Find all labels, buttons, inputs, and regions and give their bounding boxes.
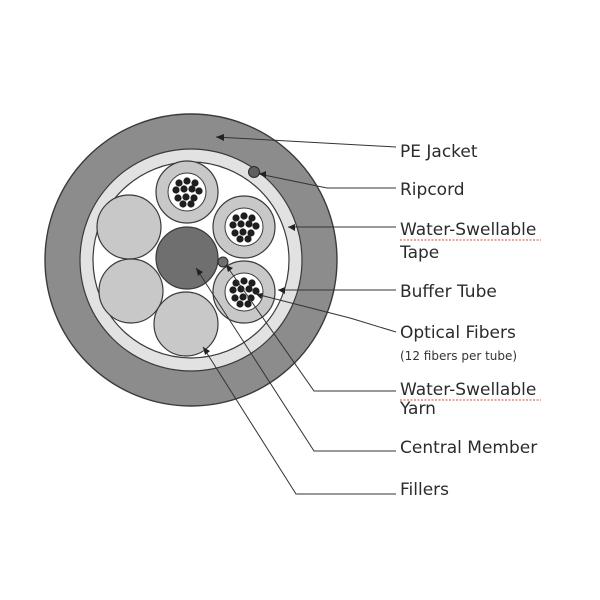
optical-fiber	[240, 212, 248, 220]
optical-fiber	[174, 194, 182, 202]
optical-fiber	[180, 185, 188, 193]
leader-water-swellable-yarn	[225, 264, 396, 392]
arrowhead	[216, 134, 224, 141]
optical-fiber	[175, 179, 183, 187]
label-water-swellable-tape-line1: Water-Swellable	[400, 220, 536, 240]
buffer-tube	[212, 195, 276, 259]
label-fillers: Fillers	[400, 480, 449, 500]
optical-fiber	[247, 294, 255, 302]
optical-fiber	[179, 200, 187, 208]
optical-fiber	[245, 285, 253, 293]
label-ripcord: Ripcord	[400, 180, 465, 200]
optical-fiber	[244, 300, 252, 308]
buffer-tube	[212, 260, 276, 324]
leader-optical-fibers	[255, 293, 397, 333]
leader-central-member	[195, 267, 396, 452]
label-water-swellable-tape-line2: Tape	[399, 243, 439, 263]
label-central-member: Central Member	[400, 438, 537, 458]
filler	[153, 291, 219, 357]
arrowhead	[203, 347, 210, 355]
central-member	[155, 226, 219, 290]
label-optical-fibers: Optical Fibers	[400, 323, 516, 343]
optical-fiber	[239, 228, 247, 236]
optical-fiber	[245, 220, 253, 228]
optical-fiber	[236, 235, 244, 243]
optical-fiber	[190, 194, 198, 202]
leader-lines	[195, 136, 397, 495]
optical-fiber	[248, 214, 256, 222]
label-water-swellable-yarn-line1: Water-Swellable	[400, 380, 536, 400]
optical-fiber	[247, 229, 255, 237]
arrowhead	[259, 171, 266, 178]
optical-fiber	[236, 300, 244, 308]
optical-fiber	[239, 293, 247, 301]
leader-ripcord	[258, 173, 396, 189]
filler	[98, 258, 164, 324]
optical-fiber	[183, 177, 191, 185]
optical-fiber	[231, 294, 239, 302]
optical-fiber	[172, 186, 180, 194]
label-water-swellable-yarn-line2: Yarn	[399, 399, 436, 419]
optical-fiber	[191, 179, 199, 187]
optical-fiber	[237, 220, 245, 228]
optical-fiber	[229, 286, 237, 294]
optical-fiber	[232, 214, 240, 222]
optical-fiber	[252, 287, 260, 295]
water-swellable-yarn	[217, 256, 229, 268]
optical-fiber	[195, 187, 203, 195]
buffer-tube	[155, 160, 219, 224]
optical-fiber	[187, 200, 195, 208]
optical-fiber	[231, 229, 239, 237]
label-buffer-tube: Buffer Tube	[400, 282, 497, 302]
optical-fiber	[248, 279, 256, 287]
filler	[96, 194, 162, 260]
optical-fiber	[188, 185, 196, 193]
ripcord	[248, 166, 260, 178]
arrowheads	[196, 134, 295, 355]
label-pe-jacket: PE Jacket	[400, 142, 478, 162]
arrowhead	[278, 287, 285, 294]
optical-fiber	[229, 221, 237, 229]
arrowhead	[226, 265, 233, 272]
leader-fillers	[202, 346, 396, 495]
optical-fiber	[182, 193, 190, 201]
optical-fiber	[252, 222, 260, 230]
label-optical-fibers-note: (12 fibers per tube)	[400, 349, 517, 363]
arrowhead	[196, 268, 203, 276]
optical-fiber	[237, 285, 245, 293]
arrowhead	[288, 224, 295, 231]
optical-fibers	[172, 177, 260, 308]
leader-pe-jacket	[215, 136, 397, 148]
optical-fiber	[240, 277, 248, 285]
arrowhead	[256, 293, 263, 299]
optical-fiber	[244, 235, 252, 243]
